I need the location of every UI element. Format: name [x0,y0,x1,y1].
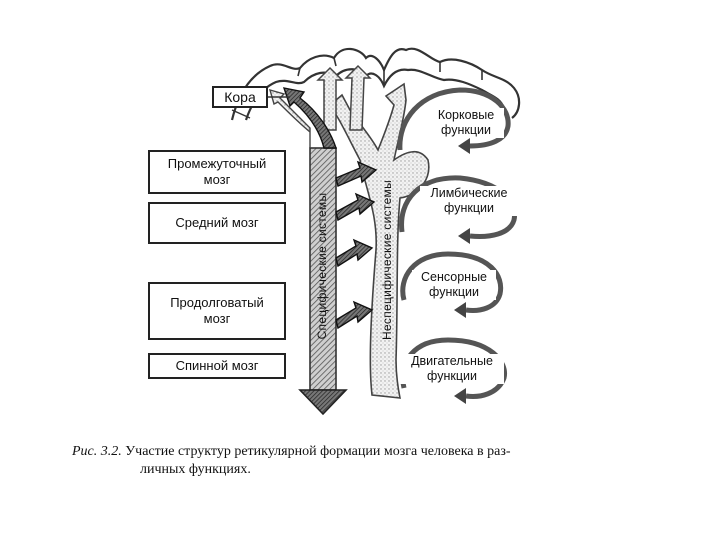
cortical-functions-label: Корковые функции [428,108,504,138]
figure-caption: Рис. 3.2. Участие структур ретикулярной … [72,443,632,479]
box-spinal-cord: Спинной мозг [148,353,286,379]
box-midbrain: Средний мозг [148,202,286,244]
motor-functions-line1: Двигательные [400,354,504,369]
box-cortex-label: Кора [224,89,256,105]
caption-line2: личных функциях. [72,461,632,479]
sensory-functions-line2: функции [412,285,496,300]
sensory-functions-label: Сенсорные функции [412,270,496,300]
box-diencephalon-line1: Промежуточный [168,156,266,172]
box-medulla-line2: мозг [204,311,231,327]
motor-functions-line2: функции [400,369,504,384]
limbic-functions-line1: Лимбические [420,186,518,201]
box-medulla: Продолговатый мозг [148,282,286,340]
box-spinal-cord-label: Спинной мозг [176,358,259,374]
box-medulla-line1: Продолговатый [170,295,264,311]
box-diencephalon: Промежуточный мозг [148,150,286,194]
limbic-functions-line2: функции [420,201,518,216]
sensory-functions-line1: Сенсорные [412,270,496,285]
cortical-functions-line1: Корковые [428,108,504,123]
box-midbrain-label: Средний мозг [175,215,258,231]
motor-functions-label: Двигательные функции [400,354,504,384]
box-cortex: Кора [212,86,268,108]
caption-line1: Участие структур ретикулярной формации м… [125,444,510,459]
caption-number: Рис. 3.2. [72,444,122,459]
cortical-functions-line2: функции [428,123,504,138]
nonspecific-systems-label: Неспецифические системы [380,162,396,358]
box-diencephalon-line2: мозг [204,172,231,188]
limbic-functions-label: Лимбические функции [420,186,518,216]
specific-systems-label: Специфические системы [315,171,331,361]
